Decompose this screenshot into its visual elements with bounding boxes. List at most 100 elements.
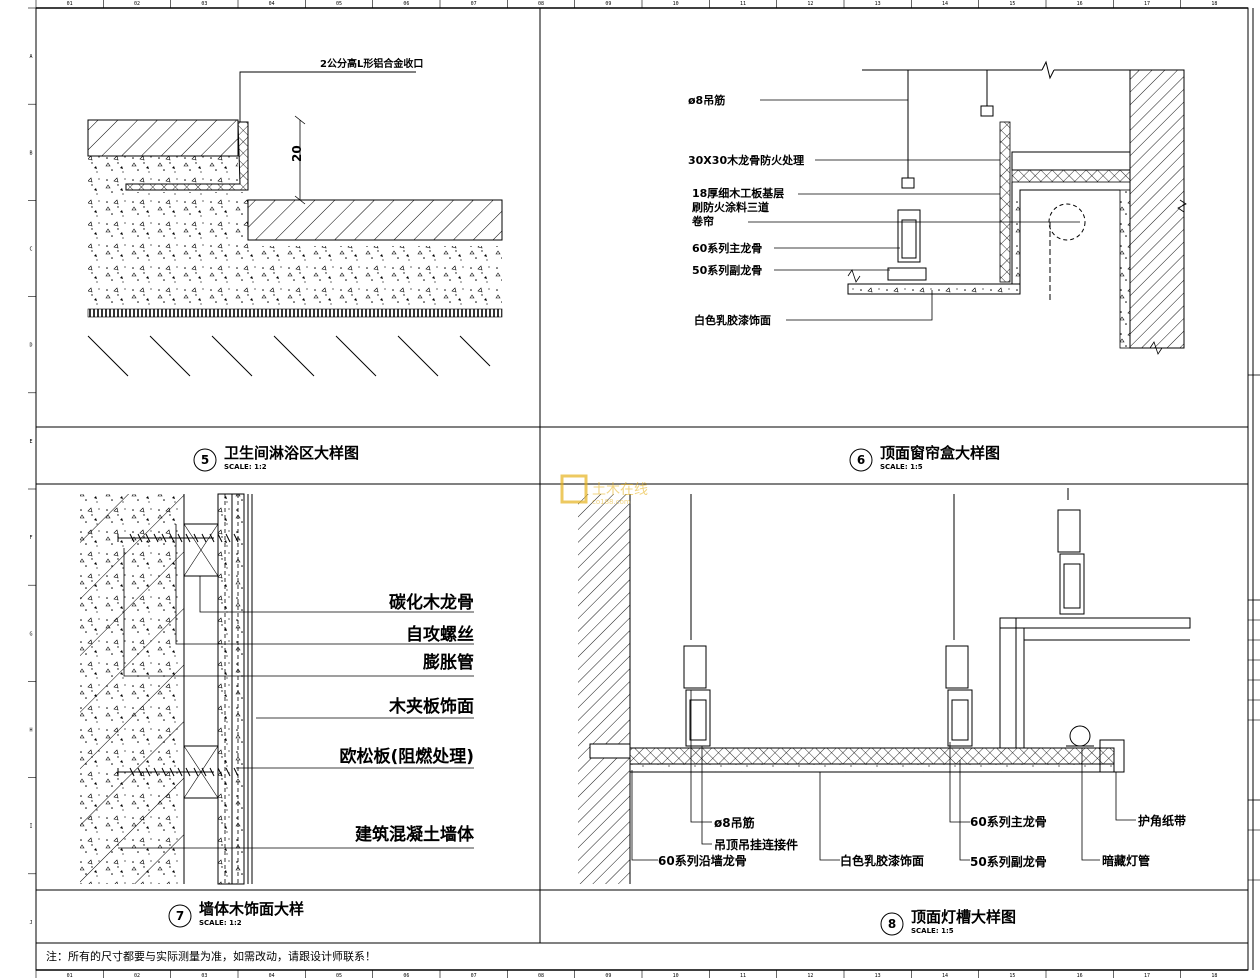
detail-6-number: 6 [857, 453, 865, 467]
col-mark-bottom: 10 [673, 973, 679, 979]
detail-6-drawing [748, 60, 1187, 355]
col-mark-bottom: 07 [471, 973, 477, 979]
detail-6-callout-sub-keel: 50系列副龙骨 [692, 263, 762, 277]
col-mark-bottom: 01 [67, 973, 73, 979]
detail-8-scale: SCALE: 1:5 [911, 927, 954, 935]
col-mark-top: 06 [403, 1, 409, 7]
detail-6-scale: SCALE: 1:5 [880, 463, 923, 471]
col-mark-bottom: 16 [1077, 973, 1083, 979]
col-mark-top: 03 [201, 1, 207, 7]
detail-8-callout-sub-keel: 50系列副龙骨 [970, 854, 1047, 869]
col-mark-bottom: 11 [740, 973, 746, 979]
detail-8-title: 顶面灯槽大样图 [911, 908, 1016, 926]
detail-8-callout-hidden-lamp: 暗藏灯管 [1102, 853, 1150, 868]
watermark-url: co188.com [592, 498, 631, 506]
col-mark-top: 17 [1144, 1, 1150, 7]
detail-5-scale: SCALE: 1:2 [224, 463, 267, 471]
col-mark-top: 05 [336, 1, 342, 7]
col-mark-top: 14 [942, 1, 948, 7]
col-mark-top: 18 [1211, 1, 1217, 7]
detail-6-callout-base-board: 18厚细木工板基层 [692, 186, 784, 200]
col-mark-bottom: 08 [538, 973, 544, 979]
row-mark: I [29, 824, 32, 830]
detail-7-callout-screw: 自攻螺丝 [406, 624, 474, 645]
row-mark: G [29, 631, 32, 637]
col-mark-top: 09 [605, 1, 611, 7]
detail-7-callouts: 碳化木龙骨 自攻螺丝 膨胀管 木夹板饰面 欧松板(阻燃处理) 建筑混凝土墙体 [339, 592, 475, 845]
detail-7-callout-anchor: 膨胀管 [423, 652, 474, 673]
detail-8-callout-corner-tape: 护角纸带 [1138, 813, 1186, 828]
detail-6-title-block: 6 顶面窗帘盒大样图 SCALE: 1:5 [849, 444, 1000, 472]
col-mark-bottom: 17 [1144, 973, 1150, 979]
detail-7-title: 墙体木饰面大样 [199, 900, 304, 918]
grid-reference-marks: 01 01 02 02 03 03 04 04 05 05 06 06 07 07 08 08 09 09 10 10… [28, 0, 1217, 979]
detail-6-callout-roller-blind: 卷帘 [691, 214, 714, 228]
detail-5-title-block: 5 卫生间淋浴区大样图 SCALE: 1:2 [193, 444, 359, 472]
detail-7-scale: SCALE: 1:2 [199, 919, 242, 927]
row-mark: C [29, 247, 32, 253]
col-mark-top: 16 [1077, 1, 1083, 7]
detail-6-callouts: ø8吊筋 30X30木龙骨防火处理 18厚细木工板基层 刷防火涂料三道 卷帘 6… [688, 93, 804, 327]
col-mark-bottom: 13 [875, 973, 881, 979]
col-mark-top: 01 [67, 1, 73, 7]
detail-6-callout-paint: 白色乳胶漆饰面 [694, 313, 771, 327]
detail-8-number: 8 [888, 917, 896, 931]
detail-8-callout-hanger: ø8吊筋 [714, 815, 755, 830]
detail-7-drawing [80, 493, 474, 885]
detail-6-callout-fire-coat: 刷防火涂料三道 [692, 200, 769, 214]
detail-7-callout-osb: 欧松板(阻燃处理) [339, 746, 474, 767]
detail-7-callout-veneer: 木夹板饰面 [388, 696, 474, 717]
row-mark: H [29, 728, 32, 734]
col-mark-bottom: 02 [134, 973, 140, 979]
detail-8-callout-main-keel: 60系列主龙骨 [970, 814, 1047, 829]
col-mark-top: 10 [673, 1, 679, 7]
detail-5-title: 卫生间淋浴区大样图 [224, 444, 359, 462]
detail-7-callout-joist: 碳化木龙骨 [389, 592, 474, 613]
title-block-strip [1248, 8, 1260, 970]
row-mark: A [29, 54, 32, 60]
row-mark: B [29, 150, 32, 156]
row-mark: F [29, 535, 32, 541]
col-mark-bottom: 15 [1009, 973, 1015, 979]
detail-8-title-block: 8 顶面灯槽大样图 SCALE: 1:5 [880, 908, 1016, 936]
col-mark-bottom: 14 [942, 973, 948, 979]
detail-5-number: 5 [201, 453, 209, 467]
col-mark-bottom: 05 [336, 973, 342, 979]
col-mark-top: 04 [269, 1, 275, 7]
row-mark: D [29, 343, 32, 349]
col-mark-top: 12 [807, 1, 813, 7]
detail-6-title: 顶面窗帘盒大样图 [880, 444, 1000, 462]
detail-7-callout-concrete: 建筑混凝土墙体 [355, 824, 475, 845]
col-mark-top: 07 [471, 1, 477, 7]
col-mark-top: 13 [875, 1, 881, 7]
col-mark-bottom: 04 [269, 973, 275, 979]
detail-8-drawing [578, 488, 1191, 884]
col-mark-bottom: 18 [1211, 973, 1217, 979]
col-mark-bottom: 12 [807, 973, 813, 979]
row-mark: E [29, 439, 32, 445]
detail-6-callout-main-keel: 60系列主龙骨 [692, 241, 762, 255]
detail-8-callout-connector: 吊顶吊挂连接件 [714, 837, 798, 852]
detail-5-callout: 2公分高L形铝合金收口 [320, 57, 423, 70]
row-mark: J [29, 920, 32, 926]
col-mark-top: 02 [134, 1, 140, 7]
detail-5-drawing [87, 71, 503, 377]
watermark-text: 土木在线 [592, 482, 648, 498]
general-note: 注：所有的尺寸都要与实际测量为准，如需改动，请跟设计师联系！ [46, 949, 376, 963]
detail-6-callout-wood-joist: 30X30木龙骨防火处理 [688, 153, 804, 167]
detail-8-callouts: ø8吊筋 吊顶吊挂连接件 60系列沿墙龙骨 白色乳胶漆饰面 60系列主龙骨 50… [658, 813, 1186, 869]
detail-8-callout-paint: 白色乳胶漆饰面 [840, 853, 924, 868]
detail-6-callout-hanger: ø8吊筋 [688, 93, 725, 107]
watermark-logo: 土木在线 co188.com [560, 474, 648, 506]
col-mark-top: 11 [740, 1, 746, 7]
detail-5-dimension: 20 [290, 145, 304, 162]
col-mark-bottom: 09 [605, 973, 611, 979]
col-mark-top: 08 [538, 1, 544, 7]
detail-8-callout-wall-keel: 60系列沿墙龙骨 [658, 853, 747, 868]
col-mark-top: 15 [1009, 1, 1015, 7]
col-mark-bottom: 03 [201, 973, 207, 979]
detail-7-title-block: 7 墙体木饰面大样 SCALE: 1:2 [168, 900, 304, 928]
detail-7-number: 7 [176, 909, 184, 923]
col-mark-bottom: 06 [403, 973, 409, 979]
